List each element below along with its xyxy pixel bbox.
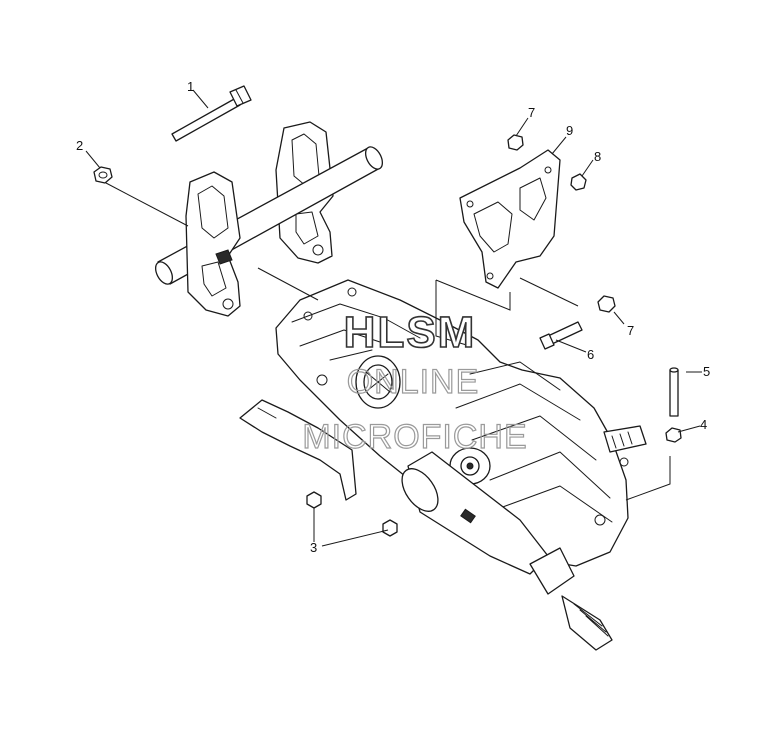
callout-5: 5 (703, 364, 710, 379)
transaxle-housing (275, 279, 647, 651)
callout-8: 8 (594, 149, 601, 164)
nut-2 (93, 166, 113, 184)
callout-7-upper: 7 (528, 105, 535, 120)
side-bracket (239, 399, 357, 501)
leader-lines (85, 89, 702, 547)
pin-5 (669, 367, 679, 417)
bolt-8 (570, 173, 587, 191)
watermark-line-2: ONLINE (347, 363, 480, 401)
nut-7-upper (507, 134, 524, 151)
bolts-3 (306, 491, 398, 537)
mount-bracket-assembly (154, 121, 384, 317)
callout-2: 2 (76, 138, 83, 153)
callout-1: 1 (187, 79, 194, 94)
callouts: 1 2 3 4 5 6 7 7 8 9 (76, 79, 710, 555)
nut-4 (665, 427, 682, 443)
callout-6: 6 (587, 347, 594, 362)
callout-4: 4 (700, 417, 707, 432)
watermark-line-3: MICROFICHE (302, 418, 527, 456)
bolt-long (171, 85, 252, 142)
nut-7-lower (597, 295, 616, 313)
callout-9: 9 (566, 123, 573, 138)
watermark: HLSM ONLINE MICROFICHE (302, 307, 528, 456)
plate-bracket (459, 149, 561, 289)
bolt-6 (539, 321, 583, 350)
watermark-line-1: HLSM (344, 308, 477, 357)
callout-7-lower: 7 (627, 323, 634, 338)
callout-3: 3 (310, 540, 317, 555)
